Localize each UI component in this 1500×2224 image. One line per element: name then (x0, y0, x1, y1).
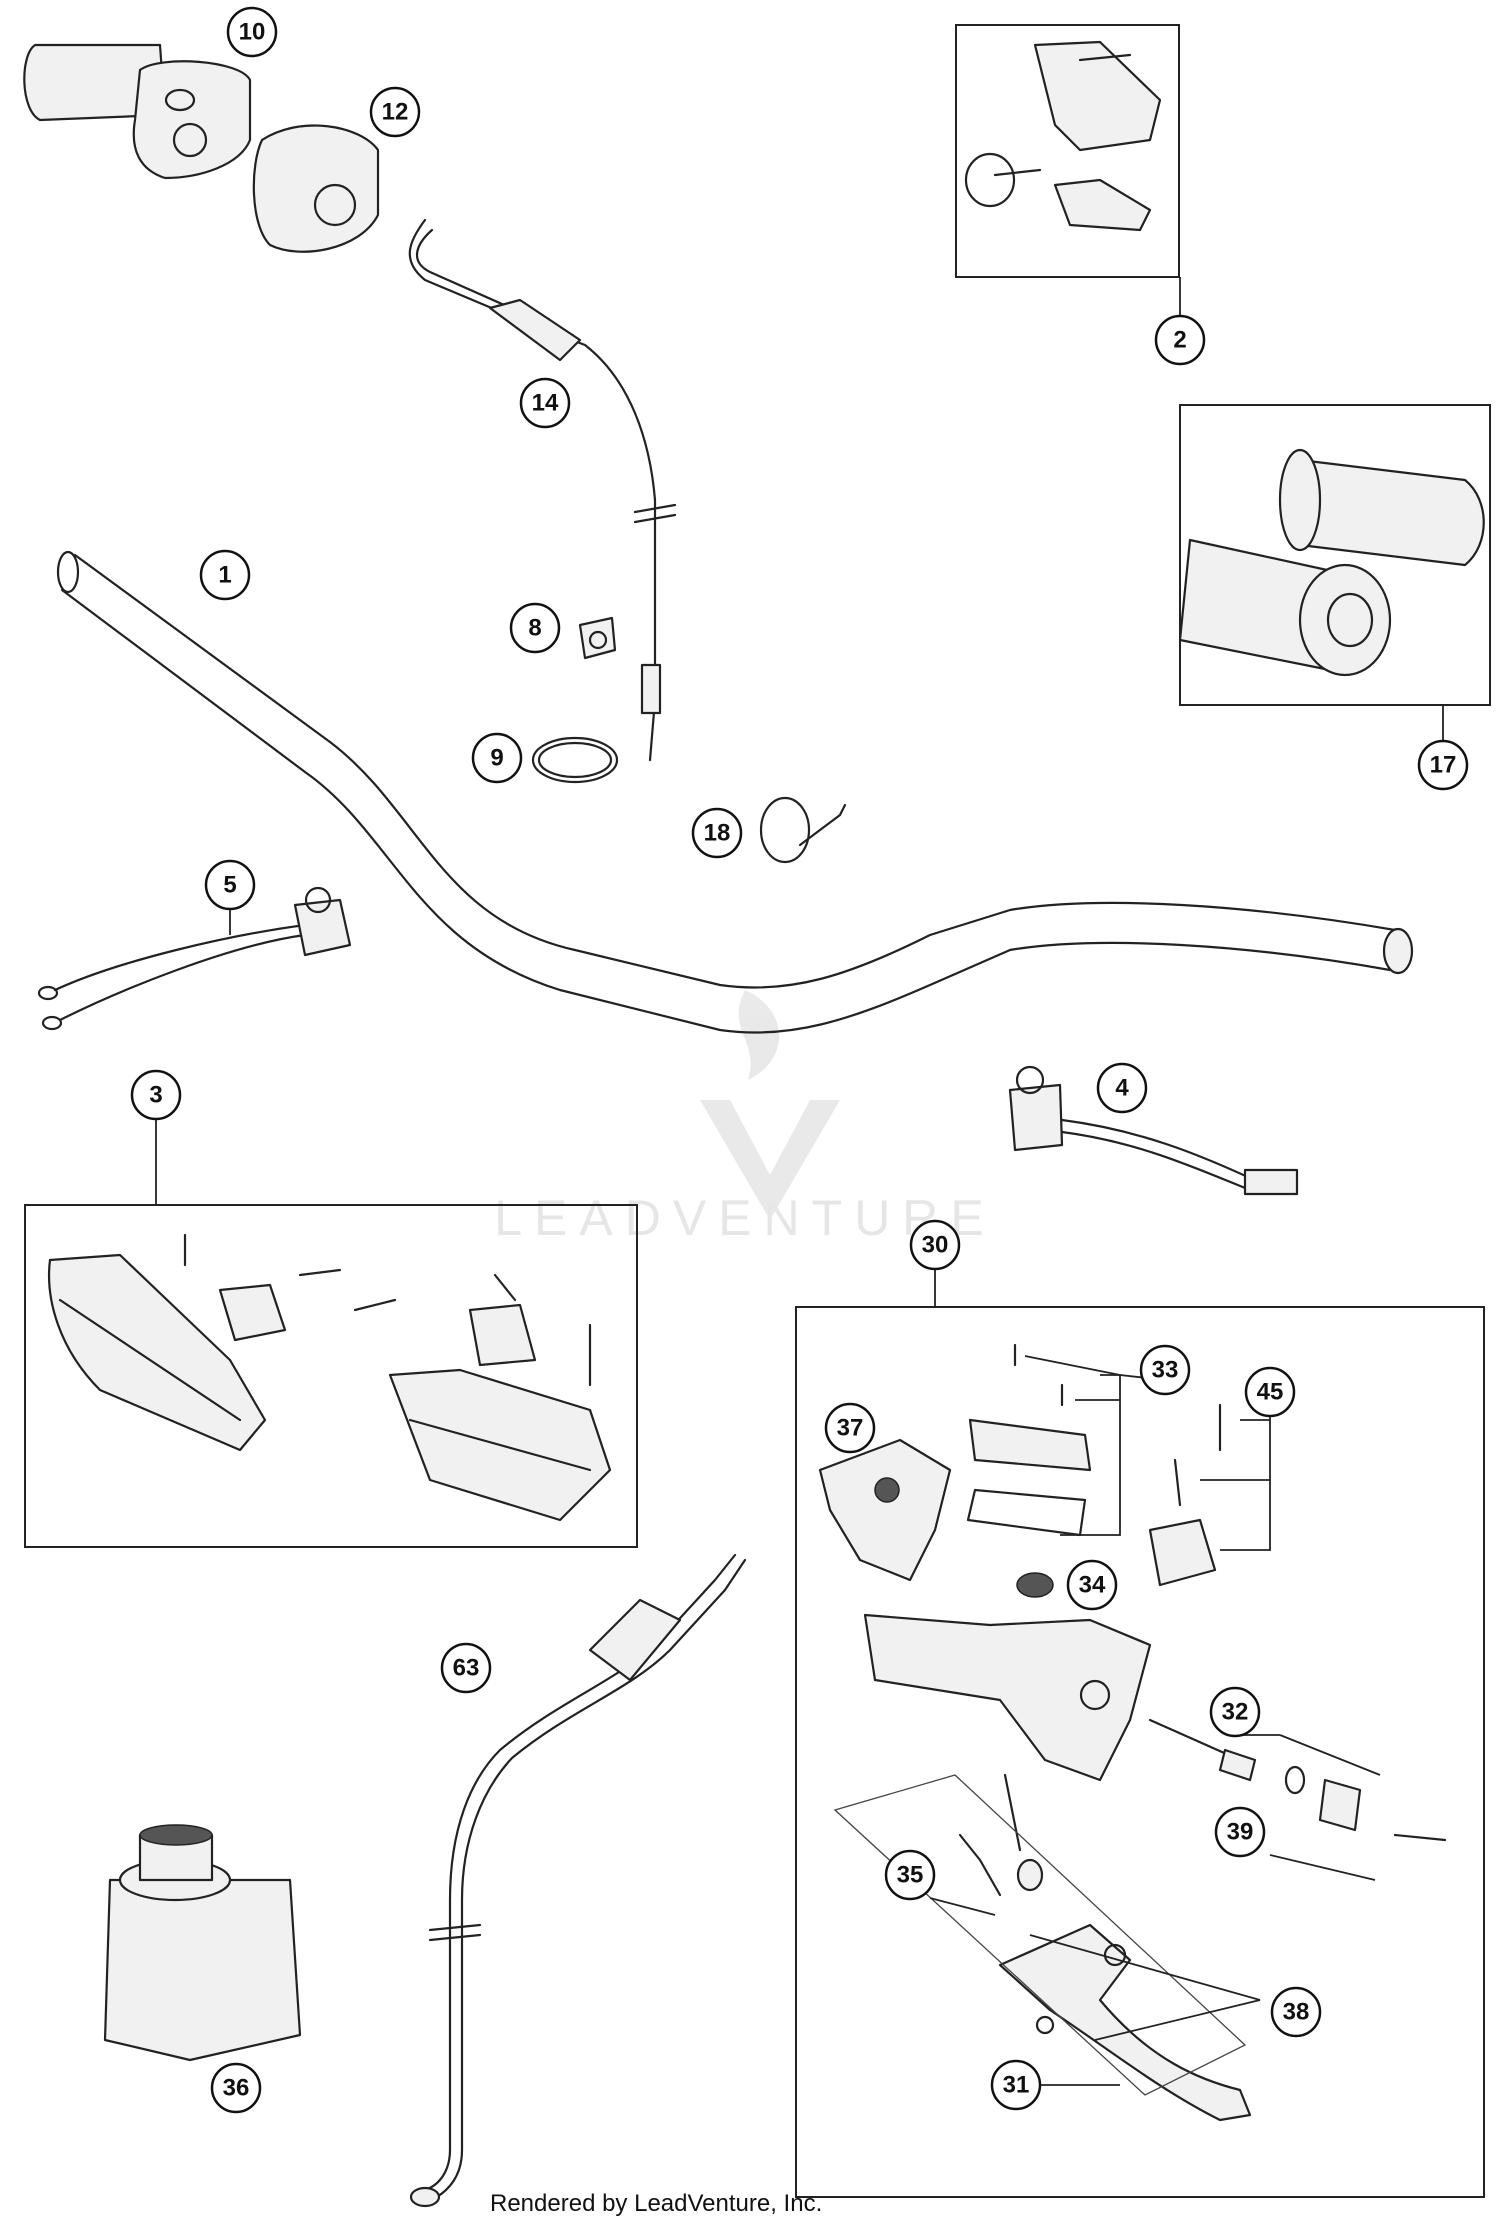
callout-label: 17 (1430, 752, 1457, 779)
callout-label: 2 (1173, 327, 1186, 354)
callout-label: 37 (837, 1415, 864, 1442)
callout-label: 4 (1115, 1075, 1129, 1102)
callout-label: 33 (1152, 1357, 1179, 1384)
callout-2: 2 (1154, 314, 1206, 366)
callout-label: 63 (453, 1655, 480, 1682)
callout-17: 17 (1417, 739, 1469, 791)
callout-label: 32 (1222, 1699, 1249, 1726)
callout-37: 37 (824, 1402, 876, 1454)
callout-38: 38 (1270, 1986, 1322, 2038)
callout-12: 12 (369, 86, 421, 138)
callout-label: 36 (223, 2075, 250, 2102)
callout-label: 1 (218, 562, 231, 589)
callout-label: 14 (532, 390, 559, 417)
callout-label: 39 (1227, 1819, 1254, 1846)
callout-label: 12 (382, 99, 409, 126)
callout-label: 9 (490, 745, 503, 772)
callout-10: 10 (226, 6, 278, 58)
callout-label: 8 (528, 615, 541, 642)
handlebar (56, 550, 1414, 1034)
callout-30: 30 (909, 1219, 961, 1271)
leadventure-watermark: LEADVENTURE (494, 990, 996, 1246)
throttle-cable (408, 218, 677, 762)
callout-18: 18 (691, 807, 743, 859)
callout-36: 36 (210, 2062, 262, 2114)
master-cylinder-kit (795, 1306, 1485, 2198)
callout-1: 1 (199, 549, 251, 601)
callout-63: 63 (440, 1642, 492, 1694)
callout-35: 35 (884, 1849, 936, 1901)
callout-32: 32 (1209, 1686, 1261, 1738)
o-ring (531, 736, 619, 784)
switch-left (37, 886, 352, 1031)
callout-4: 4 (1096, 1062, 1148, 1114)
callout-label: 45 (1257, 1379, 1284, 1406)
callout-3: 3 (130, 1069, 182, 1121)
callout-label: 38 (1283, 1999, 1310, 2026)
callout-39: 39 (1214, 1806, 1266, 1858)
callout-label: 35 (897, 1862, 924, 1889)
throttle-housing (23, 43, 252, 180)
callout-34: 34 (1066, 1559, 1118, 1611)
callout-label: 3 (149, 1082, 162, 1109)
callout-8: 8 (509, 602, 561, 654)
callout-14: 14 (519, 377, 571, 429)
callout-33: 33 (1139, 1344, 1191, 1396)
callout-5: 5 (204, 859, 256, 911)
hydraulic-line (409, 1553, 747, 2208)
footer-credit: Rendered by LeadVenture, Inc. (490, 2190, 823, 2217)
fluid-bottle (103, 1824, 302, 2062)
cable-clip (578, 616, 617, 660)
callout-label: 18 (704, 820, 731, 847)
callout-9: 9 (471, 732, 523, 784)
throttle-cover (252, 124, 380, 253)
callout-label: 34 (1079, 1572, 1106, 1599)
callout-45: 45 (1244, 1366, 1296, 1418)
cable-tie (759, 796, 847, 864)
switch-right (1008, 1065, 1299, 1196)
callout-label: 31 (1003, 2072, 1030, 2099)
handguard-kit (24, 1204, 638, 1548)
callout-label: 30 (922, 1232, 949, 1259)
callout-label: 10 (239, 19, 266, 46)
grips-kit (1178, 404, 1491, 706)
watermark-text: LEADVENTURE (494, 1190, 996, 1246)
callout-label: 5 (223, 872, 236, 899)
part-2-kit (955, 24, 1180, 278)
callout-31: 31 (990, 2059, 1042, 2111)
